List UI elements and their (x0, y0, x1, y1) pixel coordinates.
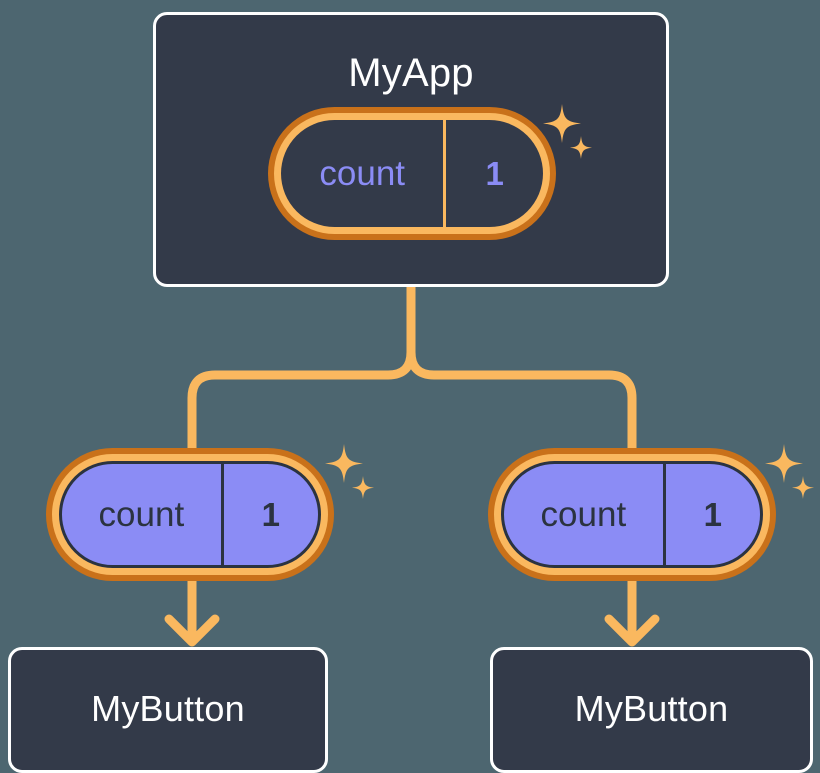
state-value-label: 1 (220, 464, 318, 565)
connector-root-fork-right (406, 282, 637, 457)
state-pill-myapp[interactable]: count 1 (268, 107, 556, 240)
state-pill-right[interactable]: count 1 (488, 448, 776, 581)
state-value-label: 1 (443, 120, 543, 227)
connector-root-fork (187, 282, 416, 457)
state-pill-body: count 1 (501, 461, 763, 568)
state-pill-body: count 1 (281, 120, 543, 227)
state-pill-left[interactable]: count 1 (46, 448, 334, 581)
component-title-mybutton-right: MyButton (574, 688, 729, 729)
component-title-myapp: MyApp (348, 51, 474, 95)
component-title-mybutton-left: MyButton (91, 688, 245, 729)
component-card-mybutton-right[interactable]: MyButton (490, 647, 813, 773)
sparkle-small-icon (792, 476, 814, 499)
state-key-label: count (319, 153, 406, 193)
connector-arrow-right-head (604, 614, 660, 647)
state-value-label: 1 (662, 464, 760, 565)
connector-arrow-left-head (164, 614, 220, 647)
state-pill-body: count 1 (59, 461, 321, 568)
component-card-mybutton-left[interactable]: MyButton (8, 647, 328, 773)
sparkle-small-icon (352, 476, 374, 499)
state-key-label: count (98, 494, 185, 534)
state-key-label: count (540, 494, 627, 534)
